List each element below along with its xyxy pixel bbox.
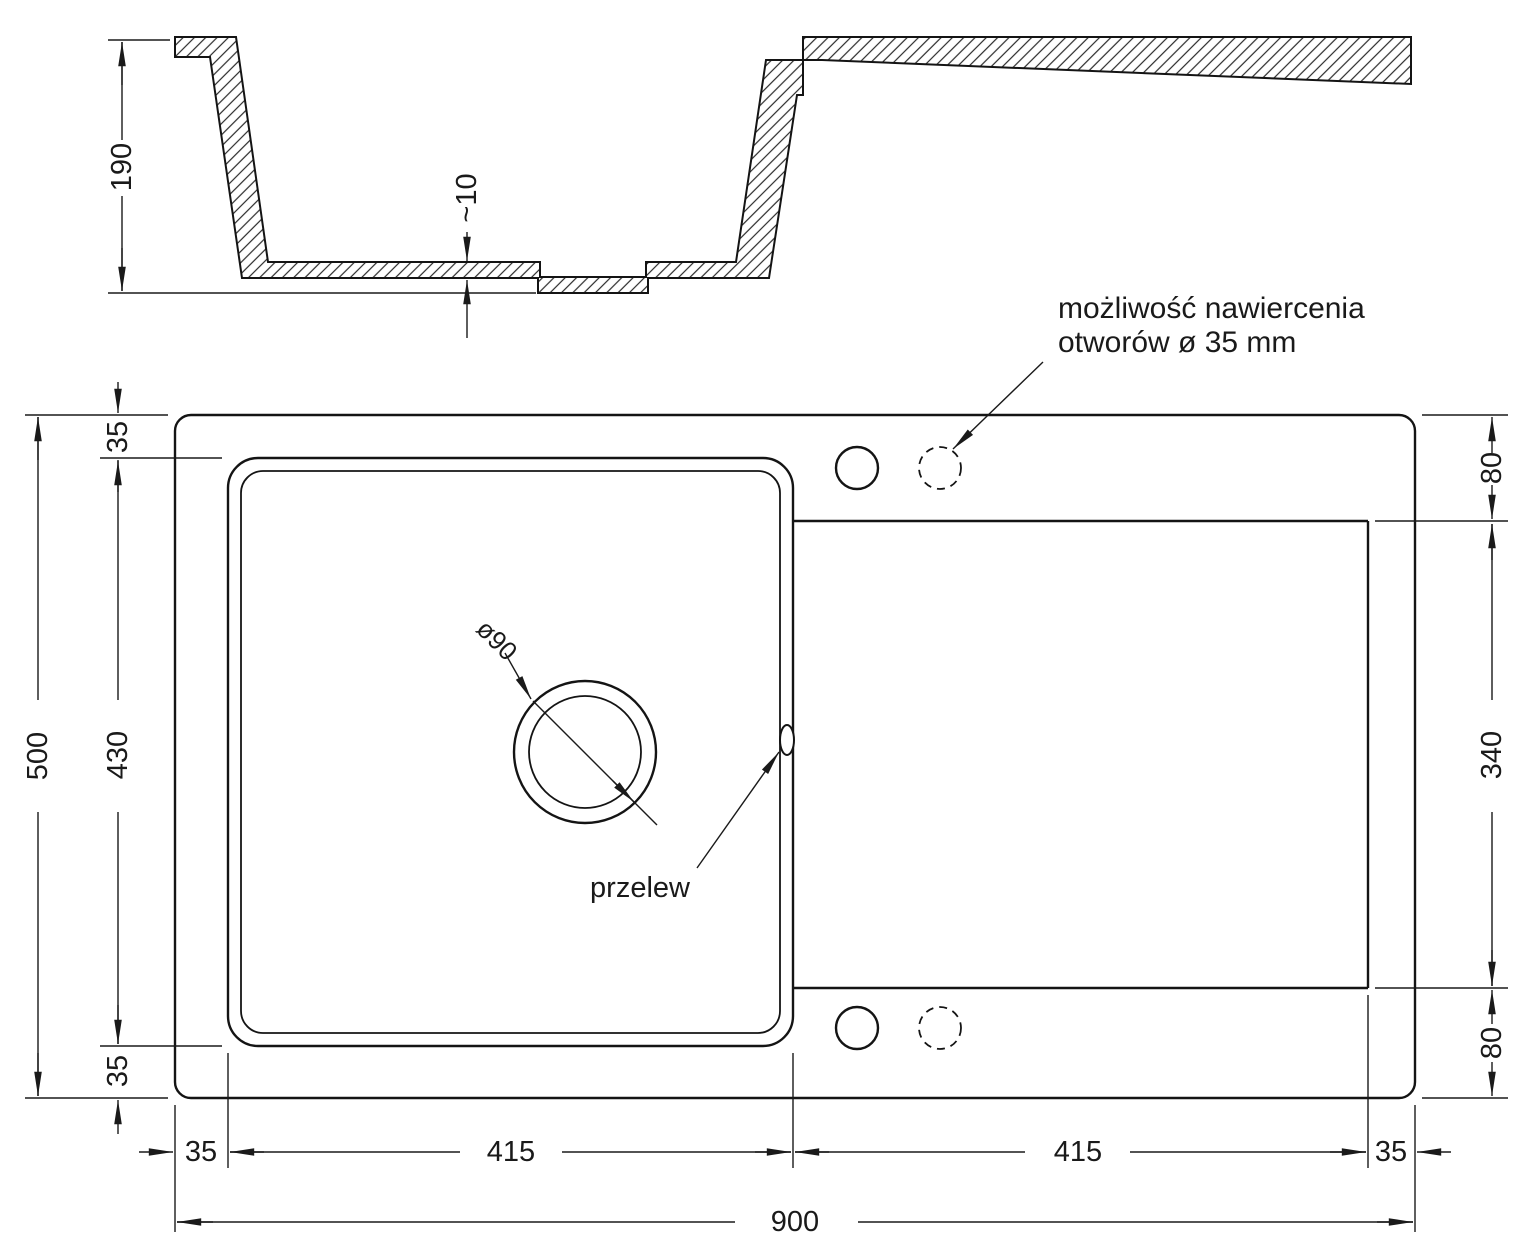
plan-view: ø90 przelew możliwość nawiercenia otworó… [22,292,1508,1238]
note-drill-holes-line2: otworów ø 35 mm [1058,326,1296,359]
drain-hole-inner [528,695,642,809]
dim-drainer-depth: 340 [1476,731,1508,779]
label-overflow: przelew [590,872,691,904]
bowl-outer-outline [226,456,795,1048]
optional-hole-top-dashed [918,446,962,490]
dim-overall-depth: 500 [22,732,54,780]
leader-line [696,751,780,869]
dim-bowl-width: 415 [487,1136,535,1168]
label-drain-diameter: ø90 [471,614,524,667]
bowl-profile [174,36,804,294]
dim-front-margin-right: 35 [1375,1136,1407,1168]
cross-section-view: 190 ~10 [106,36,1412,338]
dimension-arrow [612,780,635,803]
sink-outline [173,413,1417,1100]
drain-hole-outer [512,679,658,825]
dim-side-margin-bottom: 35 [102,1055,134,1087]
drainboard-profile [802,36,1412,86]
dim-side-margin-top: 35 [102,421,134,453]
dim-depth: 190 [106,143,138,191]
dim-right-bottom-offset: 80 [1476,1027,1508,1059]
leader-line [952,361,1044,450]
dim-overall-width: 900 [771,1206,819,1238]
dim-drainer-width: 415 [1054,1136,1102,1168]
leader-line [504,652,532,700]
dim-right-top-offset: 80 [1476,452,1508,484]
faucet-hole-top [834,445,880,491]
bowl-inner-outline [240,470,781,1034]
overflow-mark [779,724,795,756]
dim-bowl-length: 430 [102,731,134,779]
dim-bottom-thickness: ~10 [451,173,483,222]
leader-line [634,802,658,826]
faucet-hole-bottom [834,1005,880,1051]
note-drill-holes-line1: możliwość nawiercenia [1058,292,1365,325]
optional-hole-bottom-dashed [918,1006,962,1050]
dim-front-margin-left: 35 [185,1136,217,1168]
